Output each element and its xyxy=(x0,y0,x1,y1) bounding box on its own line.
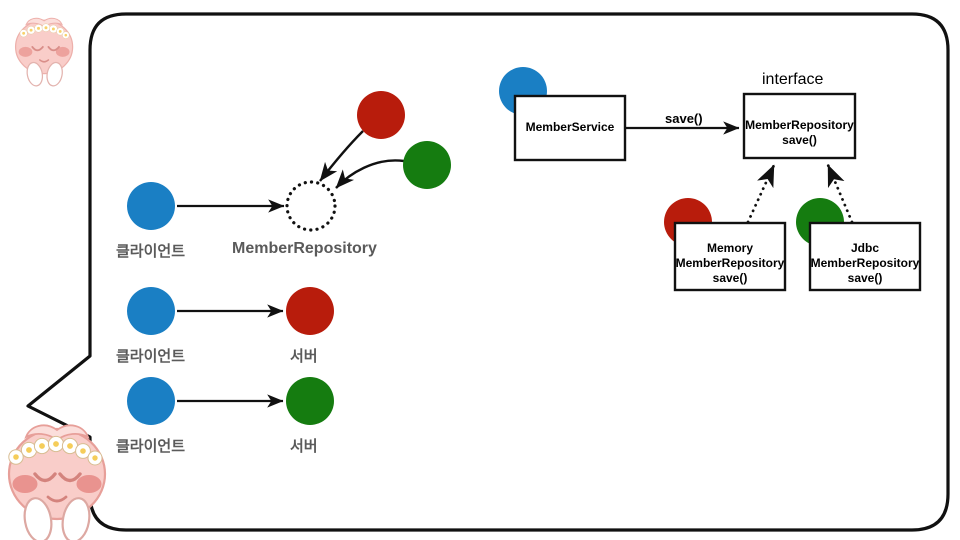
client-circle-1 xyxy=(127,182,175,230)
memory-impl-circle xyxy=(357,91,405,139)
hand-right xyxy=(46,61,63,87)
hand-left xyxy=(26,61,44,87)
server-label-red: 서버 xyxy=(290,348,318,365)
eye-right xyxy=(58,472,82,483)
client-label-1: 클라이언트 xyxy=(116,243,186,260)
member-service-box-text: MemberService xyxy=(525,120,615,134)
member-repository-method: save() xyxy=(782,133,817,147)
member-service-box xyxy=(513,94,627,162)
member-repository-name: MemberRepository xyxy=(745,118,854,132)
jdbc-repo-name: MemberRepository xyxy=(810,256,920,270)
blush-left xyxy=(18,46,33,57)
blush-right xyxy=(76,475,102,493)
server-circle-green xyxy=(286,377,334,425)
flower-crown-large xyxy=(8,435,103,466)
peach-character-large xyxy=(7,424,107,540)
memory-repo-name: MemberRepository xyxy=(675,256,785,270)
peach-character-small xyxy=(14,17,74,87)
save-call-label: save() xyxy=(665,111,703,126)
client-label-3: 클라이언트 xyxy=(116,438,186,455)
class-diagram-group xyxy=(499,67,922,292)
member-repository-interface-box xyxy=(742,92,857,160)
flower-crown-small xyxy=(19,23,70,39)
arrow-green-to-repository xyxy=(335,159,405,189)
jdbc-impl-circle xyxy=(403,141,451,189)
arrow-red-to-repository xyxy=(319,130,364,182)
edge-memory-implements-repository xyxy=(746,163,776,224)
client-circle-3 xyxy=(127,377,175,425)
jdbc-member-repository-box xyxy=(808,221,922,292)
client-circle-2 xyxy=(127,287,175,335)
server-circle-red xyxy=(286,287,334,335)
blush-right xyxy=(55,46,70,57)
memory-member-repository-box xyxy=(673,221,787,292)
mouth xyxy=(46,495,68,503)
eye-left xyxy=(33,472,57,483)
memory-repo-prefix: Memory xyxy=(706,241,753,255)
hand-left xyxy=(23,497,53,540)
left-diagram-group xyxy=(127,91,451,425)
client-label-2: 클라이언트 xyxy=(116,348,186,365)
member-repository-label: MemberRepository xyxy=(232,240,377,257)
server-label-green: 서버 xyxy=(290,438,318,455)
eye-right xyxy=(47,45,60,52)
jdbc-repo-method: save() xyxy=(847,271,883,285)
blush-left xyxy=(12,475,38,493)
hand-right xyxy=(61,497,91,540)
eye-left xyxy=(31,45,44,52)
edge-jdbc-implements-repository xyxy=(826,163,854,224)
member-repository-dotted-circle xyxy=(285,180,337,232)
mouth xyxy=(39,59,50,63)
memory-repo-method: save() xyxy=(712,271,748,285)
interface-stereotype-label: interface xyxy=(762,71,824,88)
jdbc-repo-prefix: Jdbc xyxy=(850,241,879,255)
